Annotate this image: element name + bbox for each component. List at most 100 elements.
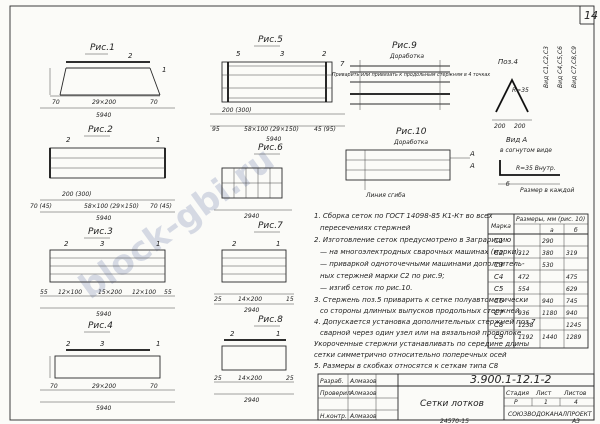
table-cell: 1238 (518, 322, 533, 329)
note-line-3: — на многоэлектродных сварочных машинах … (320, 248, 521, 256)
table-cell: 745 (566, 298, 578, 305)
fig8-label-1: 1 (276, 330, 280, 338)
tb-developed-label: Разраб. (320, 378, 344, 385)
fig5-dim-mid: 58×100 (29×150) (244, 126, 299, 133)
tb-sheets-label: Листов (563, 390, 587, 397)
fig7-dim-left: 25 (214, 296, 222, 303)
tb-sheet-label: Лист (535, 390, 552, 397)
fig4-dim-mid: 29×200 (92, 383, 116, 390)
note-line-12: сетки симметрично относительно поперечны… (314, 351, 507, 359)
fig2-drawing (40, 147, 175, 213)
side-label-1: Вид С1,С2,С3 (543, 46, 550, 88)
note-line-8: со стороны длинных выпусков продольных с… (320, 307, 520, 315)
tb-stage-label: Стадия (506, 390, 529, 397)
table-rows: С1 290 С2 312 380 319 С3 530 С4 472 475 … (494, 237, 581, 341)
table-cell: 629 (566, 286, 578, 293)
fig3-dim-a: 55 (40, 289, 48, 296)
table-cell: 936 (518, 310, 530, 317)
fig4-label-1: 1 (156, 340, 160, 348)
poz4-dim-b: 200 (514, 123, 526, 130)
sheet-frame (9, 5, 595, 421)
viewA-size: Размер в каждой (520, 187, 574, 194)
table-cell: 475 (566, 274, 578, 281)
fig10-drawing (345, 149, 470, 190)
fig9-title: Рис.9 (392, 41, 417, 51)
fig6-drawing (214, 167, 292, 211)
note-line-4: — приваркой одноточечными машинами допол… (320, 260, 525, 268)
viewA-drawing (498, 160, 560, 185)
fig5-title: Рис.5 (258, 35, 283, 45)
tb-doc-code: 3.900.1-12.1-2 (470, 373, 551, 386)
table-cell: 1192 (518, 334, 533, 341)
fig4-title: Рис.4 (88, 321, 113, 331)
fig3-title: Рис.3 (88, 227, 113, 237)
tb-developer: Алмазов (349, 378, 377, 385)
fig5-dim-pitch: 200 (300) (222, 107, 252, 114)
fig10-title: Рис.10 (396, 127, 427, 137)
poz4-radius: R=35 (512, 87, 529, 94)
table-cell: С8 (494, 321, 504, 329)
table-cell: 554 (518, 286, 530, 293)
fig5-dim-left: 95 (212, 126, 220, 133)
fig4-drawing (40, 349, 175, 403)
fig8-label-2: 2 (230, 330, 235, 338)
fig5-label-5: 5 (236, 50, 241, 58)
fig5-dim-total: 5940 (266, 136, 281, 143)
fig7-label-2: 2 (232, 240, 237, 248)
table-header-sizes: Размеры, мм (рис. 10) (516, 216, 585, 223)
table-cell: 1289 (566, 334, 581, 341)
fig1-label-1: 1 (162, 66, 166, 74)
table-cell: 1245 (566, 322, 581, 329)
tb-stage: Р (514, 399, 518, 406)
note-line-10: сварной через один узел или на вязальной… (320, 329, 524, 337)
fig8-drawing (214, 339, 294, 395)
note-line-7: 3. Стержень поз.5 приварить к сетке полу… (314, 296, 528, 304)
table-header-mark: Марка (491, 223, 511, 230)
note-line-0: 1. Сборка сеток по ГОСТ 14098-85 К1-Кт в… (314, 212, 493, 220)
fig8-dim-mid: 14×200 (238, 375, 262, 382)
fig9-note: Приварить или привязать к продольным сте… (332, 72, 490, 78)
notes-block: 1. Сборка сеток по ГОСТ 14098-85 К1-Кт в… (314, 212, 536, 370)
table-cell: С4 (494, 273, 503, 281)
fig3-label-2: 2 (64, 240, 69, 248)
fig1-dim-right: 70 (150, 99, 158, 106)
fig4-dim-left: 70 (50, 383, 58, 390)
fig2-dim-pitch: 200 (300) (62, 191, 92, 198)
fig4-dim-right: 70 (150, 383, 158, 390)
poz4-dim-a: 200 (494, 123, 506, 130)
note-line-2: 2. Изготовление сеток предусмотрено в За… (314, 236, 511, 244)
fig4-dim-total: 5940 (96, 405, 111, 412)
tb-controller-label: Н.контр. (320, 413, 347, 420)
fig5-drawing (210, 61, 345, 127)
fig1-dim-mid: 29×200 (92, 99, 116, 106)
fig3-dim-c: 15×200 (98, 289, 122, 296)
fig3-drawing (40, 249, 175, 309)
table-cell: 530 (542, 262, 554, 269)
table-cell: С5 (494, 285, 504, 293)
side-label-3: Вид С7,С8,С9 (571, 46, 578, 88)
fig3-dim-total: 5940 (96, 311, 111, 318)
table-subheader-a: а (550, 227, 554, 234)
fig2-dim-total: 5940 (96, 215, 111, 222)
note-line-9: 4. Допускается установка дополнительных … (314, 318, 536, 326)
tb-org: СОЮЗВОДОКАНАЛПРОЕКТ (508, 411, 593, 418)
fig5-label-2: 2 (322, 50, 327, 58)
tb-controller: Алмазов (349, 413, 377, 420)
fig1-title: Рис.1 (90, 43, 115, 53)
tb-sheet-no: 1 (544, 399, 548, 406)
tb-sheets-total: 4 (574, 399, 578, 406)
table-cell: 940 (566, 310, 578, 317)
fig3-dim-e: 55 (164, 289, 172, 296)
fig2-dim-left: 70 (45) (30, 203, 52, 210)
fig5-dim-right: 45 (95) (314, 126, 336, 133)
fig3-dim-b: 12×100 (58, 289, 82, 296)
fig1-drawing (40, 61, 175, 109)
note-line-13: 5. Размеры в скобках относятся к сеткам … (314, 362, 499, 370)
fig2-label-1: 1 (156, 136, 160, 144)
fig4-label-3: 3 (100, 340, 104, 348)
fig4-label-2: 2 (66, 340, 71, 348)
fig9-subtitle: Доработка (389, 53, 424, 60)
fig1-dim-total: 5940 (96, 112, 111, 119)
fig7-dim-total: 2940 (244, 307, 259, 314)
